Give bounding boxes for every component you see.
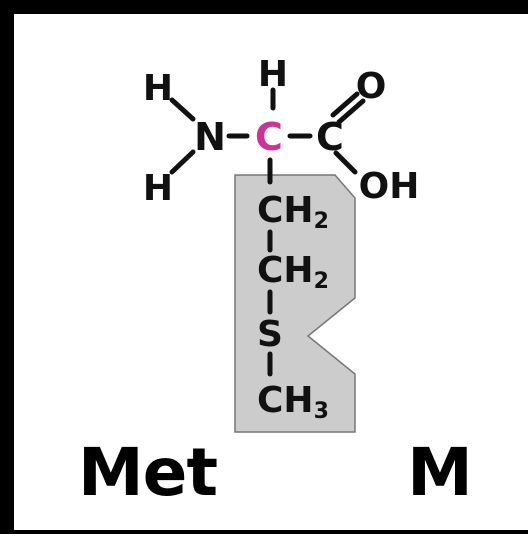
atom-o-carbonyl: O [356, 66, 387, 107]
bond-c-o-double-1 [330, 91, 360, 118]
atom-c-carboxyl: C [316, 115, 344, 159]
one-letter-code: M [407, 434, 473, 511]
atom-h-bottom-amine: H [143, 168, 173, 209]
side-chain-region [234, 174, 356, 433]
atom-c-alpha: C [255, 115, 283, 159]
group-ch2-second: CH2 [257, 250, 329, 294]
atom-s: S [257, 314, 283, 355]
atom-h-top-amine: H [143, 68, 173, 109]
group-ch2-first: CH2 [257, 190, 329, 234]
bond-c-o-double-2 [336, 98, 366, 125]
atom-oh: OH [359, 166, 420, 207]
bond-h-n-top [169, 97, 196, 122]
bond-c-oh [333, 150, 358, 175]
bond-h-n-bottom [169, 149, 196, 175]
group-ch3: CH3 [257, 380, 329, 424]
atom-h-alpha: H [258, 54, 288, 95]
atom-n: N [194, 115, 226, 159]
three-letter-code: Met [78, 434, 217, 511]
